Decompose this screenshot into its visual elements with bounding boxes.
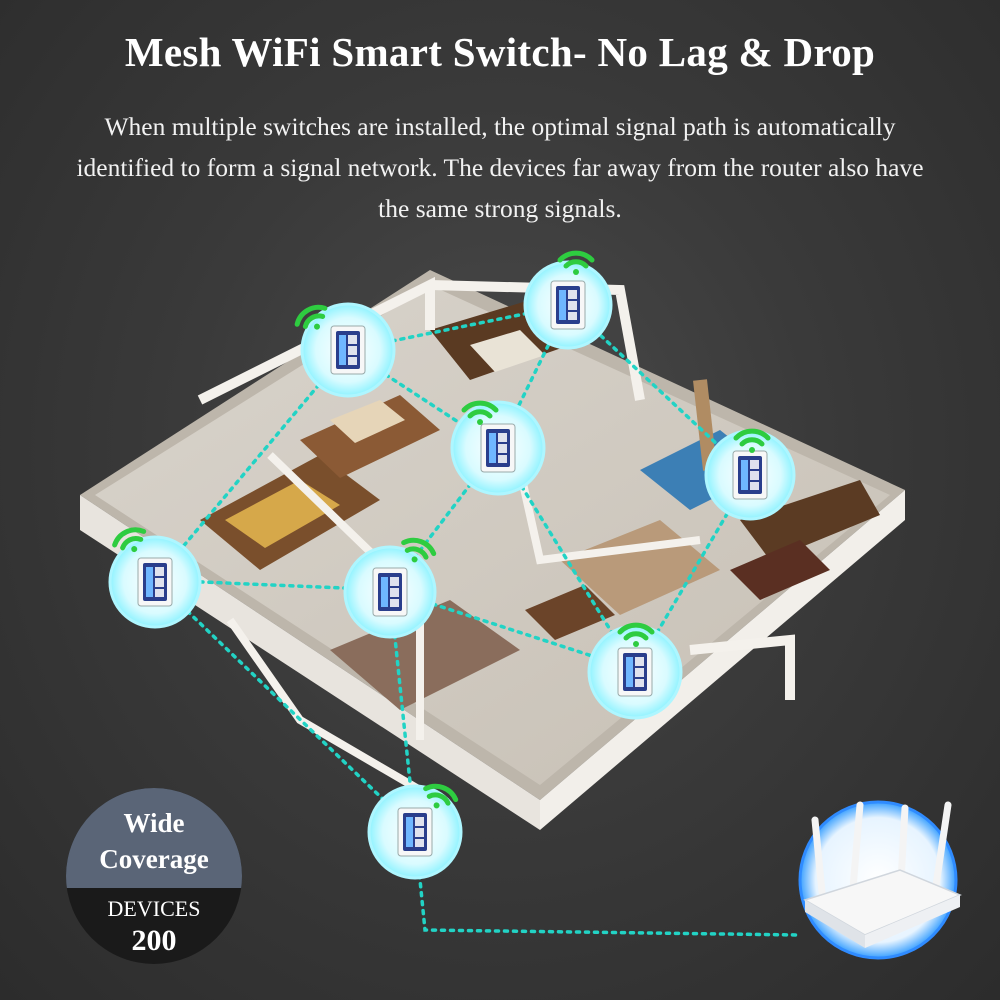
- devices-label: DEVICES: [107, 896, 201, 921]
- wifi-signal-icon: [617, 622, 655, 647]
- wifi-signal-icon: [557, 250, 595, 275]
- smart-switch-icon: [108, 535, 202, 629]
- smart-switch-icon: [704, 429, 796, 521]
- coverage-badge-line2: Coverage: [99, 844, 209, 874]
- smart-switch-icon: [587, 624, 683, 720]
- feature-description: When multiple switches are installed, th…: [76, 112, 924, 223]
- coverage-badge: Wide Coverage DEVICES 200: [66, 788, 242, 964]
- smart-switch-icon: [450, 400, 546, 496]
- wifi-signal-icon: [294, 304, 328, 330]
- smart-switch-nodes: [108, 260, 796, 880]
- smart-switch-icon: [523, 260, 613, 350]
- wifi-signals: [112, 250, 771, 809]
- wifi-signal-icon: [461, 400, 499, 425]
- wifi-signal-icon: [733, 428, 771, 453]
- smart-switch-icon: [343, 545, 437, 639]
- router-icon: [798, 800, 962, 960]
- devices-count: 200: [131, 924, 177, 957]
- wifi-signal-icon: [423, 783, 459, 809]
- coverage-badge-line1: Wide: [123, 808, 185, 838]
- page-title: Mesh WiFi Smart Switch- No Lag & Drop: [124, 29, 876, 75]
- smart-switch-icon: [300, 302, 396, 398]
- smart-switch-icon: [367, 784, 463, 880]
- coverage-badge-header: Wide Coverage: [66, 788, 242, 888]
- house-floorplan: [80, 270, 905, 830]
- wifi-signal-icon: [401, 537, 437, 563]
- wifi-signal-icon: [112, 527, 147, 553]
